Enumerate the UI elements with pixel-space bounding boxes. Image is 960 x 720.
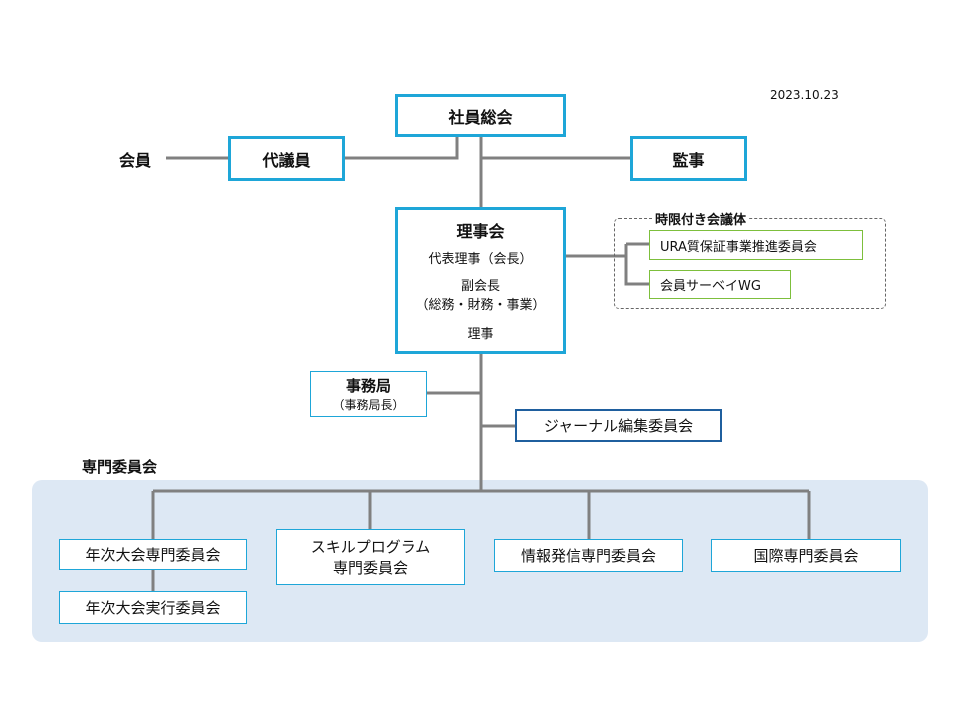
auditor-label: 監事	[672, 150, 705, 170]
annual-conference-committee-box: 年次大会専門委員会	[59, 539, 247, 570]
temporary-group-title: 時限付き会議体	[652, 209, 750, 228]
board-line-director: 理事	[467, 327, 494, 342]
international-committee-box: 国際専門委員会	[711, 539, 901, 572]
line-delegates-meeting	[344, 136, 459, 160]
delegates-box: 代議員	[228, 136, 345, 181]
general-meeting-box: 社員総会	[395, 94, 566, 137]
delegates-label: 代議員	[262, 150, 311, 170]
general-meeting-label: 社員総会	[448, 107, 513, 127]
skill-program-committee-label-1: スキルプログラム	[310, 538, 431, 556]
secretariat-title: 事務局	[345, 377, 391, 395]
member-label: 会員	[119, 151, 152, 170]
board-title: 理事会	[456, 222, 505, 241]
board-line-representative: 代表理事（会長）	[428, 252, 533, 267]
specialist-committees-title: 専門委員会	[82, 458, 158, 476]
info-dissemination-committee-label: 情報発信専門委員会	[520, 547, 656, 565]
international-committee-label: 国際専門委員会	[753, 547, 859, 565]
skill-program-committee-label-2: 専門委員会	[332, 559, 408, 577]
journal-committee-box: ジャーナル編集委員会	[515, 409, 722, 442]
board-line-areas: （総務・財務・事業）	[415, 298, 546, 313]
secretariat-sub: （事務局長）	[332, 398, 405, 412]
annual-conference-committee-label: 年次大会専門委員会	[85, 546, 221, 564]
member-survey-wg-label: 会員サーベイWG	[660, 279, 761, 294]
member-survey-wg-box: 会員サーベイWG	[649, 270, 791, 299]
journal-committee-label: ジャーナル編集委員会	[543, 417, 694, 435]
auditor-box: 監事	[630, 136, 747, 181]
annual-conference-exec-committee-label: 年次大会実行委員会	[85, 599, 221, 617]
date-label: 2023.10.23	[770, 88, 839, 102]
line-temporary-bracket	[624, 244, 649, 286]
ura-quality-committee-label: URA質保証事業推進委員会	[660, 239, 817, 255]
temporary-group-frame	[614, 218, 886, 309]
secretariat-box: 事務局 （事務局長）	[310, 371, 427, 417]
board-line-vice: 副会長	[460, 279, 500, 294]
skill-program-committee-box: スキルプログラム 専門委員会	[276, 529, 465, 585]
annual-conference-exec-committee-box: 年次大会実行委員会	[59, 591, 247, 624]
board-box: 理事会 代表理事（会長） 副会長 （総務・財務・事業） 理事	[395, 207, 566, 354]
info-dissemination-committee-box: 情報発信専門委員会	[494, 539, 683, 572]
ura-quality-committee-box: URA質保証事業推進委員会	[649, 230, 863, 260]
